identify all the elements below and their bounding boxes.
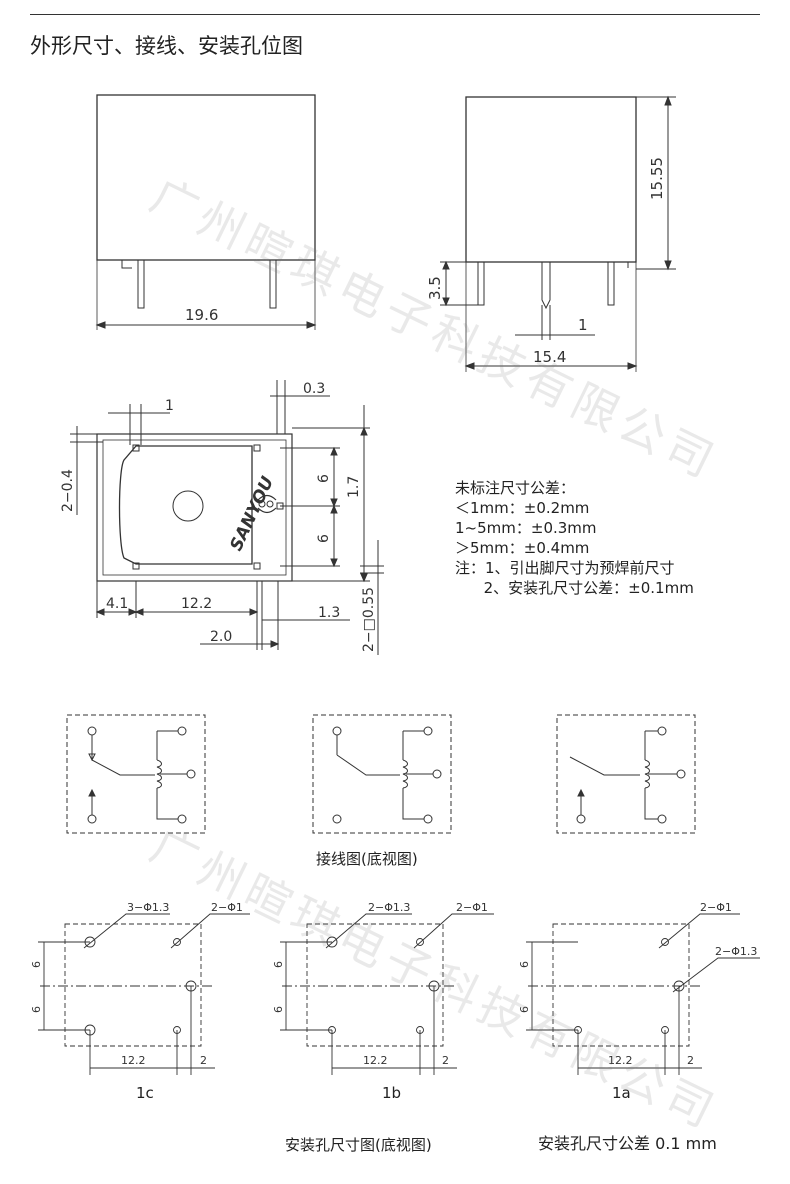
wiring-1a [556, 714, 696, 834]
dim-pin-length: 3.5 [426, 276, 444, 300]
dim-12-2: 12.2 [181, 596, 212, 612]
dim-height: 15.55 [648, 157, 666, 200]
wiring-1b [312, 714, 452, 834]
note-line: ＜1mm：±0.2mm [455, 499, 590, 517]
label-a-hole2b: 2−Φ1.3 [715, 945, 757, 958]
mount-caption-right: 安装孔尺寸公差 0.1 mm [538, 1134, 717, 1153]
label-a-hole2a: 2−Φ1 [700, 901, 732, 914]
mount-1a [526, 913, 760, 1075]
mount-1b [280, 913, 494, 1075]
note-line: 未标注尺寸公差： [455, 479, 576, 497]
label-b-six-top: 6 [272, 961, 285, 968]
label-c-six-bot: 6 [30, 1006, 43, 1013]
label-c-span: 12.2 [121, 1054, 146, 1067]
label-a-six-top: 6 [518, 961, 531, 968]
mount-caption-left: 安装孔尺寸图(底视图) [285, 1136, 432, 1154]
variant-label-1b: 1b [382, 1084, 402, 1102]
label-b-hole2a: 2−Φ1.3 [368, 901, 410, 914]
dim-2-sq-0-55: 2−□0.55 [361, 587, 377, 652]
note-line: 2、安装孔尺寸公差：±0.1mm [455, 579, 694, 597]
dim-depth: 15.4 [533, 348, 566, 366]
wiring-caption: 接线图(底视图) [316, 850, 418, 868]
wiring-1c [66, 714, 206, 834]
label-c-hole2: 2−Φ1 [211, 901, 243, 914]
dim-6a: 6 [316, 474, 332, 483]
variant-label-1c: 1c [136, 1084, 154, 1102]
label-b-hole2b: 2−Φ1 [456, 901, 488, 914]
variant-label-1a: 1a [612, 1084, 631, 1102]
label-a-six-bot: 6 [518, 1006, 531, 1013]
note-line: 1~5mm：±0.3mm [455, 519, 597, 537]
dim-4-1: 4.1 [106, 596, 128, 612]
note-line: 注：1、引出脚尺寸为预焊前尺寸 [455, 559, 675, 577]
label-b-six-bot: 6 [272, 1006, 285, 1013]
dim-6b: 6 [316, 534, 332, 543]
dim-width: 19.6 [185, 306, 218, 324]
dim-1-3: 1.3 [318, 605, 340, 621]
label-a-span: 12.2 [608, 1054, 633, 1067]
dim-2-0-4: 2−0.4 [60, 469, 76, 512]
label-b-span: 12.2 [363, 1054, 388, 1067]
dim-1-7: 1.7 [346, 476, 362, 498]
dim-bottom-1: 1 [165, 398, 174, 414]
top-rule [30, 14, 760, 15]
tolerance-notes: 未标注尺寸公差： ＜1mm：±0.2mm 1~5mm：±0.3mm ＞5mm：±… [455, 478, 694, 598]
mount-labels: 3−Φ1.3 2−Φ1 2−Φ1.3 2−Φ1 2−Φ1 2−Φ1.3 6 6 … [30, 901, 757, 1067]
label-c-two: 2 [200, 1054, 207, 1067]
dim-pin-width: 1 [578, 316, 588, 334]
side-view: 15.55 3.5 1 15.4 [426, 95, 676, 372]
dim-2-0: 2.0 [210, 629, 232, 645]
front-view: 19.6 [95, 94, 317, 330]
note-line: ＞5mm：±0.4mm [455, 539, 590, 557]
label-c-hole3: 3−Φ1.3 [127, 901, 169, 914]
bottom-view: SANYOU 1 0.3 2−0.4 6 6 1.7 4.1 12.2 1.3 … [60, 380, 384, 655]
label-c-six-top: 6 [30, 961, 43, 968]
label-b-two: 2 [442, 1054, 449, 1067]
page-title: 外形尺寸、接线、安装孔位图 [30, 34, 303, 58]
mount-1c [38, 913, 250, 1075]
dim-0-3: 0.3 [303, 381, 325, 397]
label-a-two: 2 [687, 1054, 694, 1067]
